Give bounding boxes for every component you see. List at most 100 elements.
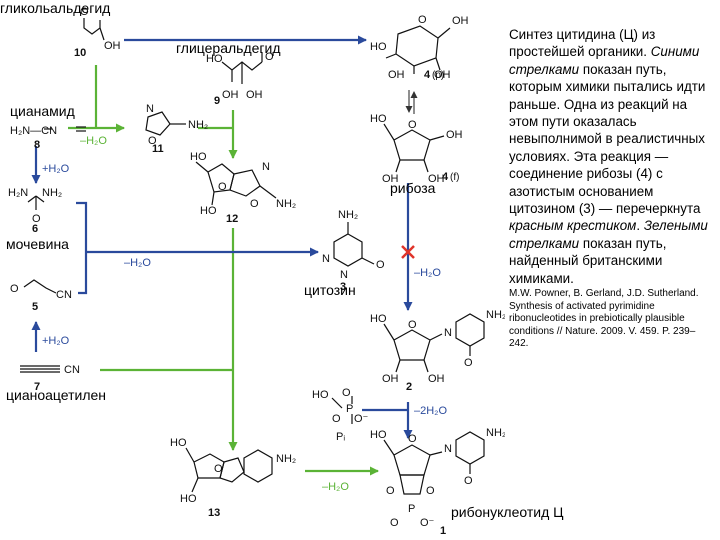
svg-text:O: O bbox=[408, 119, 417, 131]
structure-ribofuranose bbox=[383, 123, 445, 173]
compound-number-3: 3 bbox=[340, 281, 346, 293]
svg-text:HO: HO bbox=[370, 429, 387, 441]
label-ribonucleotide: рибонуклеотид Ц bbox=[451, 504, 564, 520]
structure-cyanoacetaldehyde bbox=[23, 279, 57, 294]
svg-text:OH: OH bbox=[428, 173, 445, 185]
reagent-minus-water-2: –H₂O bbox=[124, 257, 151, 269]
svg-text:N: N bbox=[444, 327, 452, 339]
figure-caption: Синтез цитидина (Ц) из простейшей органи… bbox=[509, 26, 714, 351]
form-pyranose-label: (p) bbox=[432, 70, 444, 81]
svg-text:O: O bbox=[218, 181, 227, 193]
reagent-minus-2water: –2H₂O bbox=[414, 405, 447, 417]
svg-text:HO: HO bbox=[370, 313, 387, 325]
svg-text:NH₂: NH₂ bbox=[188, 119, 208, 131]
compound-number-10: 10 bbox=[74, 47, 86, 59]
caption-green-arrows: Зелеными стрелками bbox=[509, 218, 708, 251]
svg-text:OH: OH bbox=[382, 173, 399, 185]
svg-text:H₂N: H₂N bbox=[8, 187, 28, 199]
structure-urea bbox=[27, 195, 45, 210]
label-cyanoacetylene: цианоацетилен bbox=[6, 387, 107, 403]
compound-number-1: 1 bbox=[440, 525, 446, 537]
label-ribose: рибоза bbox=[390, 180, 436, 196]
svg-text:O: O bbox=[426, 485, 435, 497]
svg-text:NH₂: NH₂ bbox=[276, 198, 296, 210]
svg-text:N: N bbox=[146, 103, 154, 115]
compound-number-4p: 4 bbox=[424, 69, 431, 81]
reagent-inorganic-phosphate: Pᵢ bbox=[336, 431, 345, 443]
structure-aminooxazole bbox=[145, 111, 186, 136]
svg-text:HO: HO bbox=[180, 493, 197, 505]
reagent-minus-water-3: –H₂O bbox=[414, 267, 441, 279]
compound-number-6: 6 bbox=[32, 223, 38, 235]
svg-text:CN: CN bbox=[64, 364, 80, 376]
svg-text:O: O bbox=[250, 198, 259, 210]
label-cytosine: цитозин bbox=[304, 282, 356, 298]
svg-text:HO: HO bbox=[170, 437, 187, 449]
svg-text:OH: OH bbox=[388, 69, 405, 81]
caption-blue-arrows: Синими стрелками bbox=[509, 44, 700, 77]
structure-cyanoacetylene bbox=[20, 365, 60, 373]
svg-text:H₂N—CN: H₂N—CN bbox=[10, 125, 57, 137]
svg-text:OH: OH bbox=[428, 373, 445, 385]
svg-text:O: O bbox=[265, 51, 274, 63]
svg-text:NH₂: NH₂ bbox=[276, 453, 296, 465]
structure-cyanamide bbox=[44, 126, 86, 132]
compound-number-9: 9 bbox=[214, 95, 220, 107]
label-urea: мочевина bbox=[6, 236, 69, 252]
compound-number-8: 8 bbox=[34, 139, 40, 151]
label-cyanamide: цианамид bbox=[10, 103, 75, 119]
structure-cyclic-phosphate bbox=[383, 431, 485, 495]
svg-text:HO: HO bbox=[206, 53, 223, 65]
equilibrium-arrows bbox=[405, 90, 418, 114]
svg-text:N: N bbox=[444, 443, 452, 455]
svg-text:O⁻: O⁻ bbox=[420, 517, 435, 529]
blue-pathway bbox=[31, 35, 413, 439]
svg-text:O: O bbox=[214, 463, 223, 475]
svg-text:O: O bbox=[80, 6, 89, 18]
svg-text:HO: HO bbox=[200, 205, 217, 217]
svg-text:HO: HO bbox=[370, 113, 387, 125]
structure-glycolaldehyde bbox=[83, 18, 105, 41]
structure-aminooxazoline bbox=[195, 161, 277, 206]
compound-number-7: 7 bbox=[34, 381, 40, 393]
structure-glyceraldehyde bbox=[221, 52, 263, 84]
label-glyceraldehyde: глицеральдегид bbox=[176, 40, 281, 56]
svg-text:HO: HO bbox=[312, 389, 329, 401]
svg-text:O: O bbox=[10, 283, 19, 295]
svg-text:O: O bbox=[376, 259, 385, 271]
blocked-reaction-cross bbox=[401, 245, 415, 259]
compound-number-2: 2 bbox=[406, 381, 412, 393]
svg-text:OH: OH bbox=[446, 129, 463, 141]
svg-text:N: N bbox=[322, 253, 330, 265]
svg-text:NH₂: NH₂ bbox=[42, 187, 62, 199]
svg-text:O: O bbox=[390, 517, 399, 529]
structure-phosphate bbox=[331, 396, 353, 424]
svg-text:O⁻: O⁻ bbox=[354, 413, 369, 425]
compound-number-5: 5 bbox=[32, 301, 38, 313]
svg-text:O: O bbox=[332, 413, 341, 425]
structure-ribopyranose bbox=[385, 25, 451, 74]
svg-text:O: O bbox=[464, 357, 473, 369]
caption-reference: M.W. Powner, B. Gerland, J.D. Sutherland… bbox=[509, 288, 699, 350]
svg-text:OH: OH bbox=[382, 373, 399, 385]
svg-text:HO: HO bbox=[370, 41, 387, 53]
svg-text:P: P bbox=[408, 503, 415, 515]
form-furanose-label: (f) bbox=[450, 172, 459, 183]
svg-text:OH: OH bbox=[246, 89, 263, 101]
svg-text:NH₂: NH₂ bbox=[486, 309, 505, 321]
svg-text:N: N bbox=[340, 269, 348, 281]
structure-anhydronucleoside bbox=[185, 447, 273, 493]
svg-text:N: N bbox=[262, 161, 270, 173]
compound-number-11: 11 bbox=[152, 143, 164, 155]
label-glycolaldehyde: гликольальдегид bbox=[0, 0, 111, 16]
structure-cytidine bbox=[383, 313, 485, 373]
svg-text:NH₂: NH₂ bbox=[486, 427, 505, 439]
svg-text:HO: HO bbox=[190, 151, 207, 163]
svg-text:OH: OH bbox=[104, 40, 121, 52]
caption-old-path: показан путь, которым химики пытались ид… bbox=[509, 61, 706, 217]
compound-number-4f: 4 bbox=[442, 171, 449, 183]
svg-text:OH: OH bbox=[434, 69, 451, 81]
reagent-plus-water-2: +H₂O bbox=[42, 335, 70, 347]
